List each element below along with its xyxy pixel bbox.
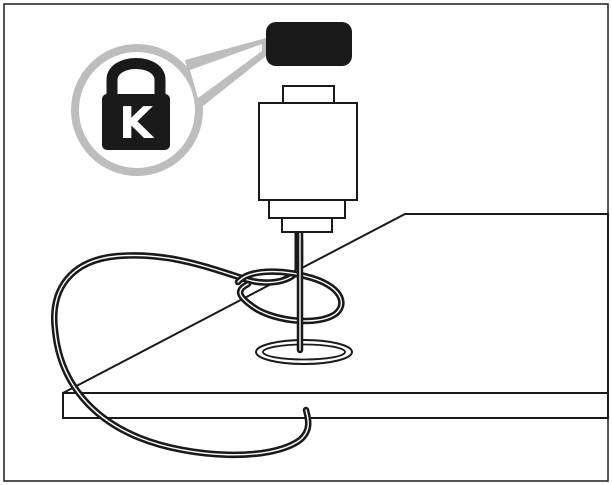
padlock-body xyxy=(102,94,170,150)
callout-bubble: K xyxy=(71,38,266,176)
padlock-shackle xyxy=(106,58,166,98)
lock-body xyxy=(258,102,358,201)
lock-key-cap xyxy=(266,22,352,66)
callout-pointer-inner xyxy=(190,44,262,98)
kensington-padlock-icon: K xyxy=(102,58,170,150)
lock-collar xyxy=(268,199,346,219)
padlock-letter: K xyxy=(119,98,155,149)
table-hole xyxy=(255,339,353,365)
cable-knot-highlight xyxy=(237,270,342,322)
lock-head xyxy=(258,22,358,233)
table-front-edge xyxy=(62,392,609,419)
lock-neck xyxy=(281,217,333,233)
